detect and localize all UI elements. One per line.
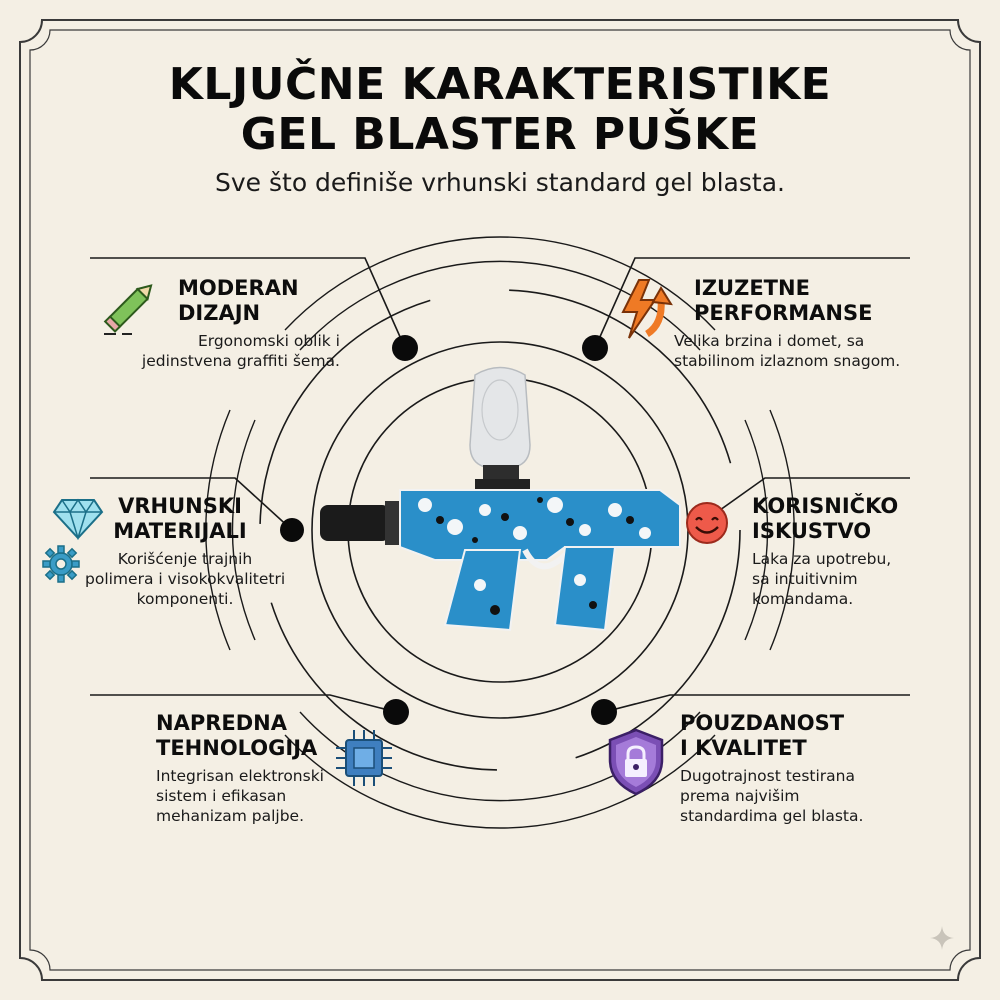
- feature-performance-title-line2: PERFORMANSE: [694, 301, 873, 325]
- feature-technology-desc-line3: mehanizam paljbe.: [156, 807, 304, 825]
- pencil-icon: [103, 284, 153, 335]
- feature-technology-title-line1: NAPREDNA: [156, 711, 287, 735]
- gear-icon: [42, 545, 80, 583]
- feature-reliability-desc-line2: prema najvišim: [680, 787, 800, 805]
- feature-materials-desc-line1: Korišćenje trajnih: [117, 550, 253, 568]
- feature-experience-desc-line2: sa intuitivnim: [752, 570, 858, 588]
- page-title-line2: GEL BLASTER PUŠKE: [240, 109, 760, 160]
- feature-performance-desc-line2: stabilinom izlaznom snagom.: [674, 352, 901, 370]
- feature-reliability-desc-line3: standardima gel blasta.: [680, 807, 864, 825]
- diamond-icon: [52, 498, 104, 540]
- feature-experience-title-line2: ISKUSTVO: [752, 519, 872, 543]
- feature-technology-desc-line2: sistem i efikasan: [156, 787, 287, 805]
- feature-design-title-line1: MODERAN: [178, 276, 299, 300]
- shield-lock-icon: [608, 728, 664, 796]
- feature-design-desc-line1: Ergonomski oblik i: [197, 332, 340, 350]
- feature-materials-desc-line3: komponenti.: [136, 590, 234, 608]
- feature-performance-desc-line1: Velika brzina i domet, sa: [674, 332, 865, 350]
- feature-materials-desc-line2: polimera i visokokvalitetri: [85, 570, 286, 588]
- feature-experience-desc-line1: Laka za upotrebu,: [752, 550, 892, 568]
- feature-materials-title-line1: VRHUNSKI: [118, 494, 242, 518]
- feature-experience-desc-line3: komandama.: [752, 590, 854, 608]
- feature-design-desc-line2: jedinstvena graffiti šema.: [141, 352, 340, 370]
- feature-technology-title-line2: TEHNOLOGIJA: [156, 736, 318, 760]
- sparkle-icon: [930, 926, 954, 950]
- feature-reliability-title-line1: POUZDANOST: [680, 711, 845, 735]
- feature-experience-title-line1: KORISNIČKO: [752, 494, 899, 518]
- smiley-icon: [686, 502, 728, 544]
- gel-blaster-image: [320, 366, 681, 632]
- lightning-arrows-icon: [621, 279, 673, 339]
- feature-technology-desc-line1: Integrisan elektronski: [156, 767, 324, 785]
- feature-performance-title-line1: IZUZETNE: [694, 276, 810, 300]
- page-title-line1: KLJUČNE KARAKTERISTIKE: [168, 59, 832, 110]
- feature-materials-title-line2: MATERIJALI: [113, 519, 247, 543]
- page-subtitle: Sve što definiše vrhunski standard gel b…: [215, 168, 785, 197]
- feature-design-title-line2: DIZAJN: [178, 301, 261, 325]
- feature-reliability-desc-line1: Dugotrajnost testirana: [680, 767, 855, 785]
- feature-reliability-title-line2: I KVALITET: [680, 736, 807, 760]
- chip-icon: [336, 730, 392, 786]
